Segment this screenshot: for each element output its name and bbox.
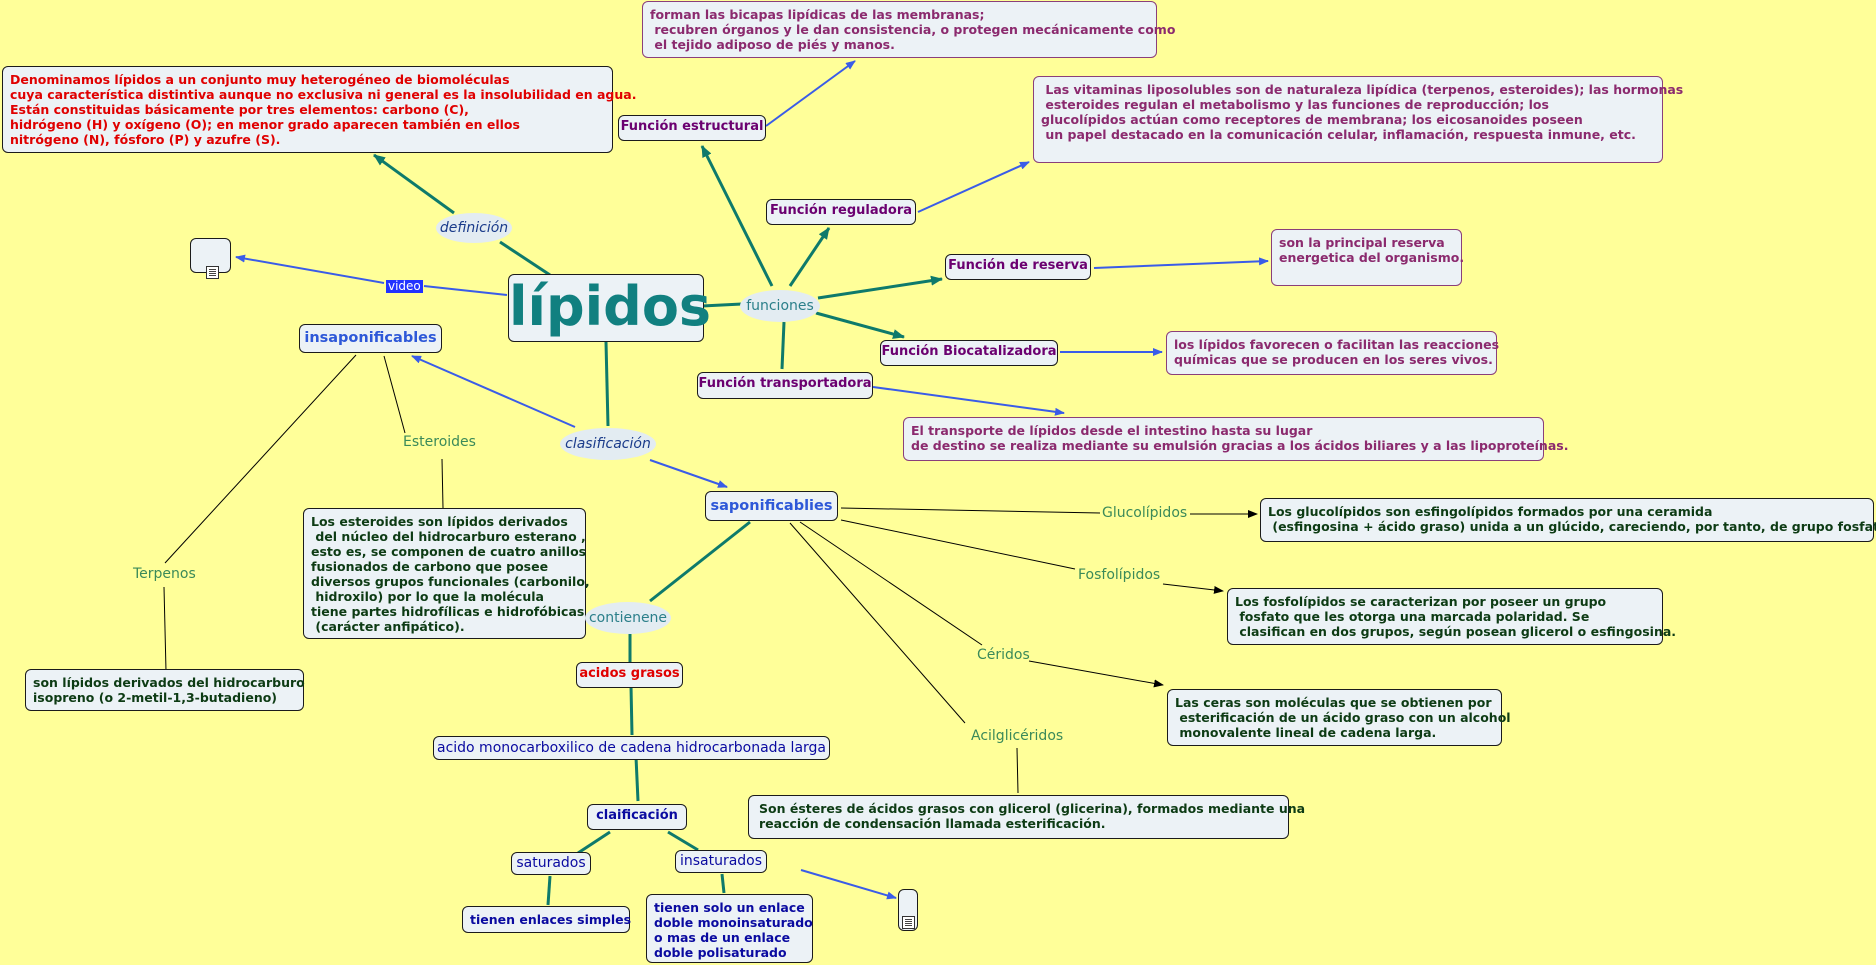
- funcion-reguladora-text[interactable]: Las vitaminas liposolubles son de natura…: [1033, 76, 1683, 163]
- funcion-transportadora-node[interactable]: Función transportadora: [697, 372, 873, 399]
- contienene-label[interactable]: contienene: [585, 602, 671, 634]
- terpenos-label[interactable]: Terpenos: [133, 566, 196, 582]
- glucolipidos-label[interactable]: Glucolípidos: [1102, 505, 1188, 521]
- funcion-biocatalizadora-text[interactable]: los lípidos favorecen o facilitan las re…: [1166, 331, 1499, 375]
- fosfolipidos-text[interactable]: Los fosfolípidos se caracterizan por pos…: [1227, 588, 1676, 645]
- video-link[interactable]: video: [386, 279, 423, 293]
- acilgliceridos-text[interactable]: Son ésteres de ácidos grasos con glicero…: [748, 795, 1305, 839]
- insaturados-node[interactable]: insaturados: [675, 850, 767, 873]
- insaponificables-node[interactable]: insaponificables: [299, 324, 442, 353]
- saturados-text[interactable]: tienen enlaces simples: [462, 906, 631, 933]
- insaturados-resource-node[interactable]: [898, 889, 918, 931]
- funcion-reserva-node[interactable]: Función de reserva: [945, 254, 1091, 280]
- definicion-text[interactable]: Denominamos lípidos a un conjunto muy he…: [2, 66, 636, 153]
- funcion-reserva-text[interactable]: son la principal reserva energetica del …: [1271, 229, 1464, 286]
- saturados-node[interactable]: saturados: [511, 852, 591, 875]
- esteroides-label[interactable]: Esteroides: [403, 434, 476, 450]
- clasificacion-acidos-node[interactable]: claificación: [587, 804, 687, 830]
- funcion-reguladora-node[interactable]: Función reguladora: [766, 199, 916, 225]
- terpenos-text[interactable]: son lípidos derivados del hidrocarburo i…: [25, 669, 305, 711]
- main-title[interactable]: lípidos: [508, 274, 711, 342]
- glucolipidos-text[interactable]: Los glucolípidos son esfingolípidos form…: [1260, 498, 1876, 542]
- funcion-biocatalizadora-node[interactable]: Función Biocatalizadora: [880, 340, 1058, 366]
- saponificables-node[interactable]: saponificablies: [705, 491, 838, 521]
- acilgliceridos-label[interactable]: Acilglicéridos: [971, 728, 1064, 744]
- esteroides-text[interactable]: Los esteroides son lípidos derivados del…: [303, 508, 590, 639]
- video-resource-node[interactable]: [190, 238, 231, 279]
- ceridos-text[interactable]: Las ceras son moléculas que se obtienen …: [1167, 689, 1511, 746]
- funcion-transportadora-text[interactable]: El transporte de lípidos desde el intest…: [903, 417, 1568, 461]
- fosfolipidos-label[interactable]: Fosfolípidos: [1078, 567, 1161, 583]
- acido-definicion-node[interactable]: acido monocarboxilico de cadena hidrocar…: [433, 736, 830, 760]
- funcion-estructural-node[interactable]: Función estructural: [618, 115, 766, 141]
- funciones-label[interactable]: funciones: [740, 290, 820, 322]
- acidos-grasos-node[interactable]: acidos grasos: [576, 662, 683, 688]
- clasificacion-label[interactable]: clasificación: [560, 428, 656, 460]
- document-icon[interactable]: [206, 266, 219, 279]
- insaturados-text[interactable]: tienen solo un enlace doble monoinsatura…: [646, 894, 813, 963]
- ceridos-label[interactable]: Céridos: [977, 647, 1030, 663]
- definicion-label[interactable]: definición: [436, 213, 512, 243]
- funcion-estructural-text[interactable]: forman las bicapas lipídicas de las memb…: [642, 1, 1175, 58]
- document-icon[interactable]: [902, 916, 915, 929]
